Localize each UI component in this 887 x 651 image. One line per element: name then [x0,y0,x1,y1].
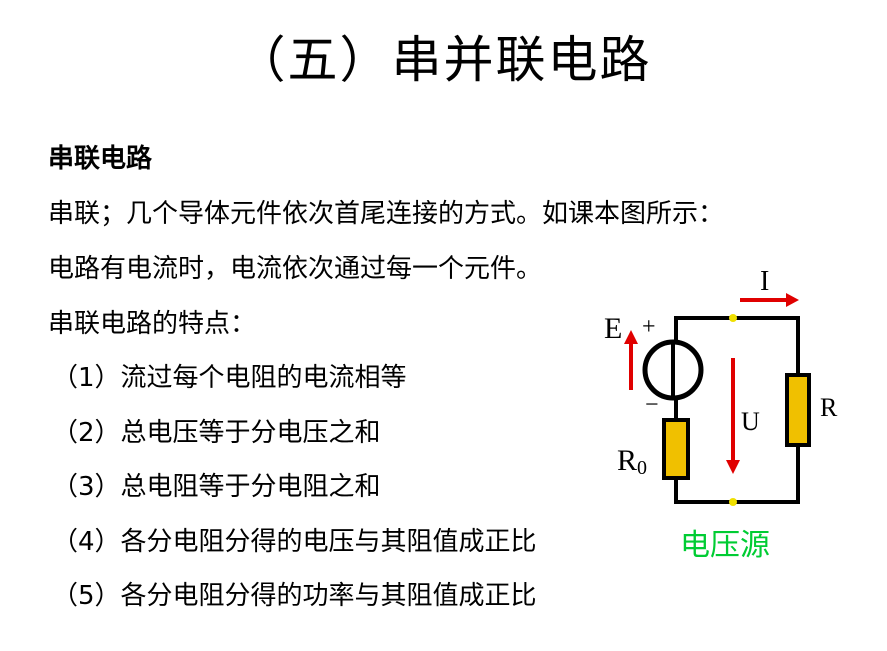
feature-item: （4）各分电阻分得的电压与其阻值成正比 [52,527,537,557]
current-note-text: 电路有电流时，电流依次通过每一个元件。 [48,254,543,284]
circuit-wires [674,316,800,504]
label-minus: − [645,392,659,418]
label-plus: + [642,314,656,340]
section-heading: 串联电路 [48,144,153,174]
emf-arrow-head [624,330,638,344]
label-internal-r: R [617,444,637,477]
resistor-r0 [662,418,690,480]
circuit-diagram: I E + − U R R0 [604,266,838,506]
terminal-top [729,314,737,322]
current-arrow-head [786,293,799,307]
voltage-arrow-head [726,460,740,474]
diagram-caption: 电压源 [680,528,770,563]
features-heading: 串联电路的特点： [48,309,257,339]
resistor-r [785,373,811,447]
feature-item: （1）流过每个电阻的电流相等 [52,363,407,393]
feature-item: （5）各分电阻分得的功率与其阻值成正比 [52,581,537,611]
label-emf: E [604,312,622,345]
feature-item: （3）总电阻等于分电阻之和 [52,472,381,502]
label-resistor: R [820,393,838,422]
terminal-bottom [729,498,737,506]
label-internal-resistor: R0 [617,444,647,479]
feature-item: （2）总电压等于分电压之和 [52,418,381,448]
label-internal-r-subscript: 0 [637,457,647,479]
label-voltage: U [741,407,760,436]
definition-text: 串联；几个导体元件依次首尾连接的方式。如课本图所示： [48,199,725,229]
label-current: I [760,266,769,297]
page-title: （五）串并联电路 [235,31,652,89]
